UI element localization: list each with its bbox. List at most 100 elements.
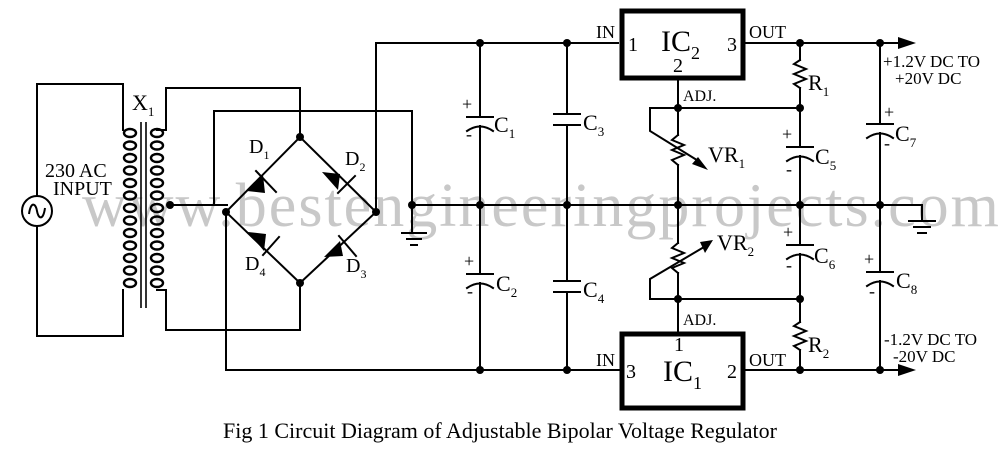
capacitor-c3-icon [553, 42, 581, 206]
capacitor-c1-label: C1 [494, 112, 515, 141]
capacitor-c6-icon [785, 204, 815, 300]
transformer-icon [122, 122, 165, 308]
diode-d3-label: D3 [346, 255, 366, 281]
coil-turn [122, 202, 138, 214]
junction-dot [222, 208, 230, 216]
junction-dot [166, 201, 174, 209]
output-negative-label-line2: -20V DC [893, 347, 956, 366]
diode-d3-icon [324, 234, 358, 258]
coil-turn [122, 127, 138, 139]
capacitor-c4-label: C4 [583, 277, 605, 306]
diode-d1-icon [247, 169, 278, 194]
output-positive-arrow-icon [898, 37, 916, 49]
coil-turn [122, 215, 138, 226]
coil-turn [122, 277, 138, 289]
coil-turn [149, 152, 165, 164]
capacitor-c8-icon [865, 204, 895, 371]
coil-turn [122, 227, 138, 239]
ground-icon [401, 232, 427, 246]
coil-turn [149, 202, 165, 214]
rails [375, 42, 923, 371]
coil-turn [122, 190, 138, 201]
variable-resistor-vr2-icon [649, 204, 713, 300]
ground-icon [908, 220, 936, 234]
diode-d2-label: D2 [345, 148, 365, 174]
ic2-pin-adj: 2 [673, 55, 683, 77]
capacitor-c7-icon [865, 42, 895, 206]
capacitor-c7-minus: - [884, 133, 890, 153]
coil-turn [149, 277, 165, 289]
resistor-r2-icon [791, 298, 809, 371]
junction-dot [296, 133, 304, 141]
capacitor-c1-plus: + [462, 94, 472, 114]
output-negative-label-line1: -1.2V DC TO [884, 330, 977, 349]
ic2-body [619, 8, 746, 81]
capacitor-c8-minus: - [869, 281, 875, 301]
junction-dot [563, 201, 571, 209]
capacitor-c7-label: C7 [895, 121, 917, 150]
figure-caption: Fig 1 Circuit Diagram of Adjustable Bipo… [223, 418, 777, 443]
coil-turn [149, 227, 165, 239]
coil-turn [149, 215, 165, 226]
capacitor-c2-label: C2 [496, 271, 517, 300]
resistor-r1-icon [791, 42, 809, 109]
junction-dot [408, 201, 416, 209]
junction-dot [372, 208, 380, 216]
ic2-out-label: OUT [749, 22, 786, 42]
junction-dot [296, 279, 304, 287]
ic1-label: IC1 [663, 355, 702, 393]
ic1-in-label: IN [596, 350, 615, 370]
junction-dot [876, 366, 884, 374]
input-label-line1: 230 AC [45, 160, 107, 182]
variable-resistor-vr1-icon [649, 107, 708, 206]
coil-turn [149, 265, 165, 276]
diode-d4-label: D4 [245, 253, 265, 279]
ic2-pin-in: 1 [628, 34, 638, 56]
ic1-adj-label: ADJ. [683, 312, 716, 329]
coil-turn [122, 177, 138, 189]
output-positive-label-line2: +20V DC [895, 69, 961, 88]
variable-resistor-vr1-label: VR1 [708, 142, 745, 171]
junction-dot [563, 39, 571, 47]
capacitor-c8-label: C8 [896, 268, 917, 297]
capacitor-c2-icon [465, 204, 495, 371]
junction-dot [476, 366, 484, 374]
coil-turn [149, 252, 165, 264]
capacitor-c1-minus: - [466, 124, 472, 144]
capacitor-c5-minus: - [786, 159, 792, 179]
ic1-out-label: OUT [749, 350, 786, 370]
ic2-label: IC2 [661, 25, 700, 63]
ic1-pin-in: 3 [626, 361, 636, 383]
coil-turn [149, 140, 165, 151]
capacitor-c2-minus: - [467, 281, 473, 301]
transformer-label: X1 [132, 90, 154, 119]
resistor-r1-label: R1 [808, 70, 829, 99]
capacitor-c6-minus: - [786, 255, 792, 275]
coil-turn [122, 152, 138, 164]
variable-resistor-vr2-label: VR2 [717, 230, 754, 259]
capacitor-c1-icon [465, 42, 495, 206]
capacitor-c5-label: C5 [815, 144, 836, 173]
diode-d2-icon [322, 172, 357, 195]
junction-dot [476, 201, 484, 209]
diode-d1-label: D1 [249, 136, 269, 162]
capacitor-c5-icon [785, 107, 815, 206]
ac-source-icon [21, 195, 53, 227]
junction-dot [476, 39, 484, 47]
capacitor-c2-plus: + [464, 251, 474, 271]
coil-turn [122, 140, 138, 151]
capacitor-c6-label: C6 [814, 243, 836, 272]
coil-turn [122, 252, 138, 264]
junction-dot [796, 366, 804, 374]
ic1-pin-out: 2 [727, 361, 737, 383]
capacitor-c5-plus: + [782, 124, 792, 144]
coil-turn [149, 240, 165, 251]
coil-turn [149, 165, 165, 176]
coil-turn [122, 165, 138, 176]
junction-dot [563, 366, 571, 374]
capacitor-c4-icon [553, 204, 581, 371]
output-positive-label-line1: +1.2V DC TO [883, 52, 980, 71]
coil-turn [122, 240, 138, 251]
coil-turn [149, 190, 165, 201]
